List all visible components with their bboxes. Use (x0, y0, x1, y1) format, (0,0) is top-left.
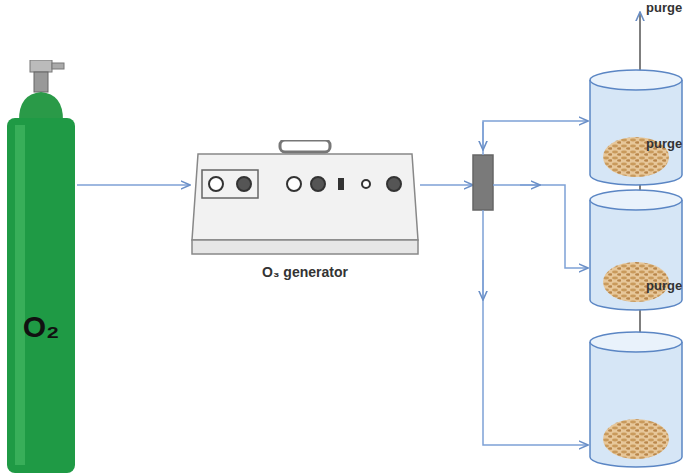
sample-vessel (590, 70, 682, 185)
purge-label: purge (646, 278, 682, 293)
purge-label: purge (646, 136, 682, 151)
oxygen-cylinder: O₂ (5, 60, 77, 473)
cylinder-shape (5, 60, 77, 473)
sample-vessel (590, 332, 682, 467)
sample-vessel (590, 190, 682, 310)
gas-label: O₂ (23, 310, 60, 344)
ozone-generator: O₃ generator (190, 140, 420, 295)
gas-line (77, 184, 190, 186)
purge-label: purge (646, 0, 682, 15)
device-label: O₃ generator (190, 264, 420, 280)
